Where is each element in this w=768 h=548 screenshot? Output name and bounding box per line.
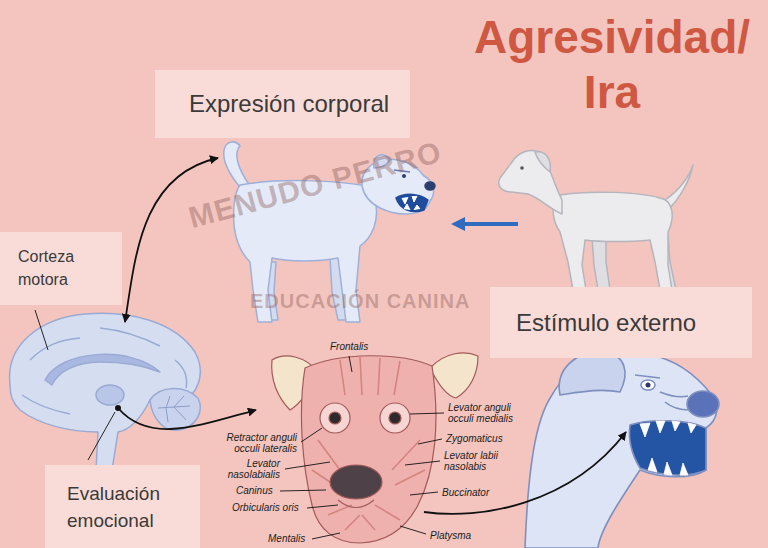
leader-line: [400, 526, 426, 534]
approach-arrow: [458, 222, 518, 226]
snarl-head: [646, 383, 651, 388]
leader-line: [312, 533, 340, 539]
flow-curve: [125, 158, 218, 322]
label-box: Expresión corporal: [155, 70, 410, 138]
muscle-face: [329, 412, 341, 424]
leader-line: [405, 461, 440, 465]
leader-line: [410, 413, 444, 414]
dog-figure: [425, 182, 435, 190]
stimulus-dog: [553, 192, 672, 290]
muscle-face: [380, 403, 410, 433]
leader-line: [35, 310, 48, 350]
stimulus-dog: [520, 166, 524, 170]
box-text: Corteza motora: [18, 246, 112, 291]
leader-line: [280, 490, 326, 491]
label-box: Corteza motora: [0, 232, 122, 305]
snarl-head: [640, 421, 696, 475]
dog-figure: [402, 196, 420, 210]
title: Agresividad/ Ira: [462, 10, 762, 120]
brain-figure: [150, 388, 200, 430]
brain-figure: [45, 354, 160, 385]
muscle-face: [320, 403, 350, 433]
snarl-head: [559, 352, 625, 395]
muscle-face: [330, 465, 382, 499]
muscle-face: [430, 353, 478, 398]
box-text: Estímulo externo: [516, 306, 738, 340]
dog-figure: [224, 142, 250, 190]
muscle-label: Levator labii nasolabis: [444, 450, 510, 472]
leader-line: [418, 439, 442, 444]
leader-line: [88, 412, 115, 460]
muscle-label: Retractor anguli occuli lateralis: [213, 432, 297, 454]
muscle-label: Orbicularis oris: [232, 502, 299, 513]
box-text: Expresión corporal: [189, 87, 396, 121]
stimulus-dog: [499, 150, 562, 214]
muscle-label: Frontalis: [330, 341, 368, 352]
leader-line: [301, 428, 322, 442]
snarl-head: [525, 352, 719, 548]
watermark: EDUCACIÓN CANINA: [250, 290, 470, 313]
brain-figure: [10, 313, 201, 470]
leader-line: [285, 462, 330, 469]
brain-figure: [158, 396, 190, 422]
approach-arrow: [458, 224, 518, 225]
muscle-label: Levator anguli occuli medialis: [448, 402, 528, 424]
snarl-head: [687, 391, 719, 417]
muscle-face: [312, 357, 425, 530]
muscle-face: [389, 412, 401, 424]
dog-figure: [396, 194, 428, 211]
box-text: Evaluación emocional: [67, 481, 188, 534]
stimulus-dog: [592, 238, 610, 290]
muscle-face: [301, 356, 435, 543]
label-box: Estímulo externo: [490, 287, 752, 358]
muscle-face: [338, 500, 374, 508]
muscle-label: Caninus: [236, 485, 273, 496]
stimulus-dog: [499, 150, 693, 290]
snarl-head: [629, 421, 706, 475]
muscle-label: Mentalis: [268, 533, 305, 544]
brain-figure: [10, 313, 201, 470]
stimulus-dog: [535, 152, 550, 172]
snarl-head: [641, 380, 655, 390]
muscle-label: Platysma: [430, 530, 471, 541]
leader-line: [307, 505, 338, 508]
muscle-label: Buccinator: [442, 487, 489, 498]
brain-figure: [96, 385, 124, 405]
flow-curve: [118, 408, 256, 429]
snarl-head: [635, 375, 690, 410]
muscle-label: Zygomaticus: [446, 433, 503, 444]
muscle-label: Levator nasolabialis: [222, 458, 280, 480]
label-box: Evaluación emocional: [45, 465, 200, 548]
leader-line: [410, 492, 438, 495]
flow-curve: [424, 432, 626, 514]
leader-line: [349, 356, 352, 372]
